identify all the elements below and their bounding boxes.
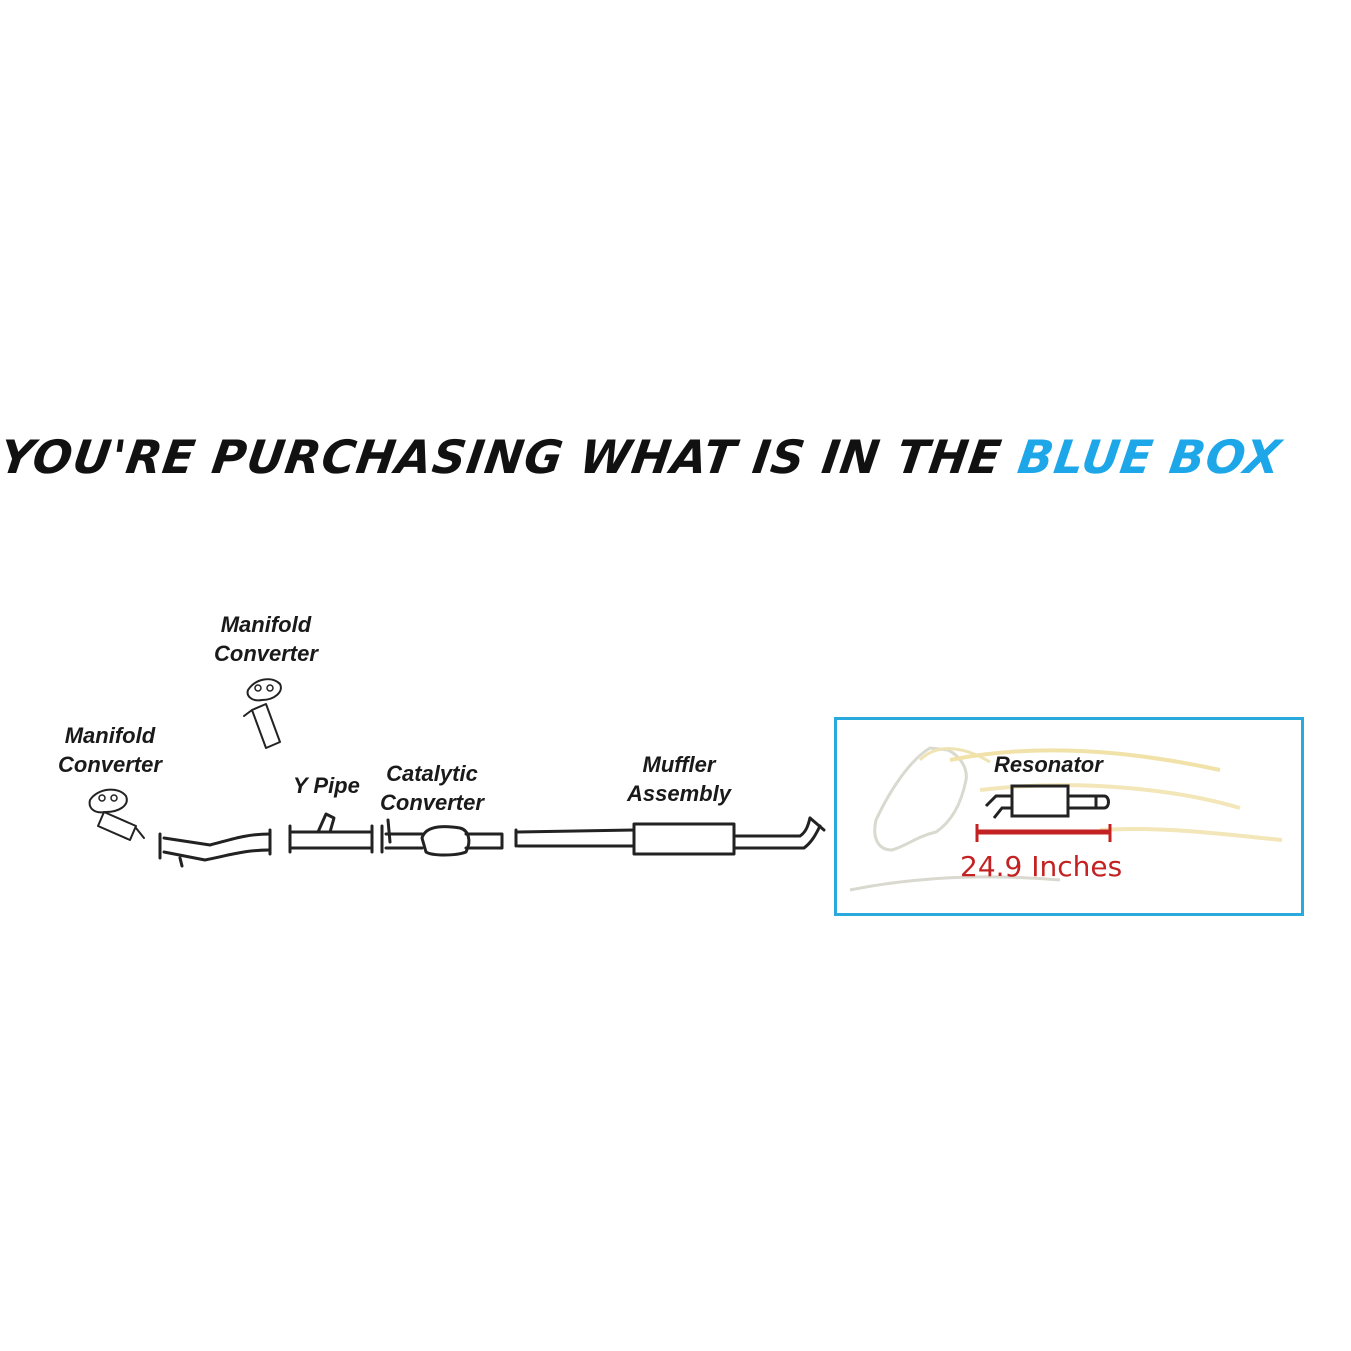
muffler-assembly-label: Muffler Assembly <box>627 750 731 808</box>
muffler-assembly-part <box>514 816 826 856</box>
resonator-label: Resonator <box>994 752 1103 777</box>
catalytic-converter-part <box>380 818 504 857</box>
y-pipe-label: Y Pipe <box>293 773 360 798</box>
label-line: Converter <box>380 790 484 815</box>
label-line: Manifold <box>220 612 312 637</box>
catalytic-converter-label: Catalytic Converter <box>380 759 484 817</box>
y-pipe-part <box>288 812 374 854</box>
label-line: Converter <box>58 752 162 777</box>
manifold-converter-upper-label: Manifold Converter <box>214 610 318 668</box>
label-line: Catalytic <box>386 761 478 786</box>
label-line: Muffler <box>642 752 716 777</box>
blue-box <box>834 717 1304 916</box>
manifold-converter-lower-label: Manifold Converter <box>58 721 162 779</box>
label-line: Assembly <box>627 781 731 806</box>
manifold-converter-upper-part <box>243 678 282 749</box>
manifold-converter-lower-part <box>88 788 145 841</box>
front-pipe-part <box>158 828 272 868</box>
measurement-text: 24.9 Inches <box>960 850 1123 883</box>
measurement-line <box>975 824 1112 842</box>
label-line: Manifold <box>64 723 156 748</box>
label-line: Converter <box>214 641 318 666</box>
resonator-part <box>984 784 1110 819</box>
